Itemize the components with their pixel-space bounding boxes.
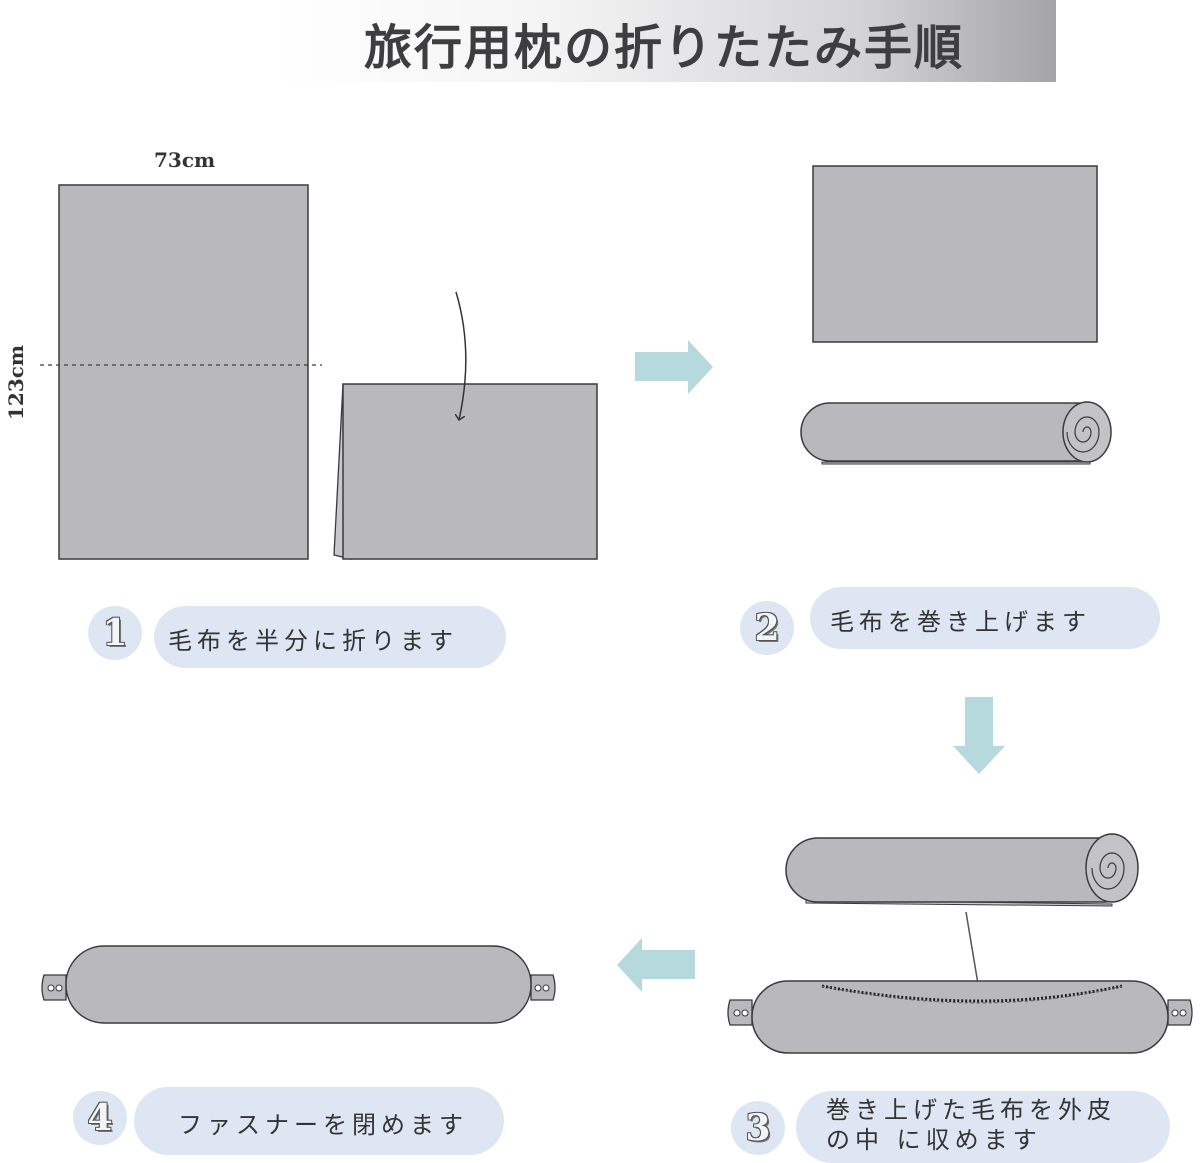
step-4-pill: ファスナーを閉めます [134, 1087, 504, 1155]
title-banner: 旅行用枕の折りたたみ手順 [272, 0, 1056, 82]
pillow-case-open [727, 980, 1193, 1054]
blanket-folded [333, 291, 598, 560]
arrow-down-icon [953, 697, 1005, 774]
step-1-label: 毛布を半分に折ります [168, 627, 458, 655]
width-label: 73cm [154, 148, 216, 172]
height-label: 123cm [4, 344, 28, 420]
step-3-label-line1: 巻き上げた毛布を外皮 [826, 1096, 1116, 1124]
step-3-number: 3 [731, 1101, 785, 1155]
step-1-pill: 毛布を半分に折ります [154, 606, 506, 668]
curved-arrow-icon [456, 291, 467, 420]
blanket-full [40, 184, 322, 560]
zipper-icon [821, 984, 1123, 1003]
arrow-left-icon [617, 938, 695, 992]
blanket-roll [800, 401, 1112, 465]
step-3-label-line2: の中 に収めます [826, 1126, 1042, 1154]
step-1-number: 1 [88, 606, 142, 660]
step-2-number: 2 [740, 601, 794, 655]
step-2-label: 毛布を巻き上げます [830, 608, 1091, 636]
blanket-half [812, 165, 1098, 343]
step-2-pill: 毛布を巻き上げます [810, 587, 1160, 649]
arrow-right-icon [635, 340, 713, 394]
blanket-roll-step3 [785, 833, 1139, 907]
step-3-pill: 巻き上げた毛布を外皮 の中 に収めます [796, 1091, 1170, 1163]
page-title: 旅行用枕の折りたたみ手順 [363, 20, 964, 76]
pillow-closed [41, 945, 556, 1024]
step-4-number: 4 [73, 1091, 127, 1145]
step-4-label: ファスナーを閉めます [178, 1111, 468, 1139]
